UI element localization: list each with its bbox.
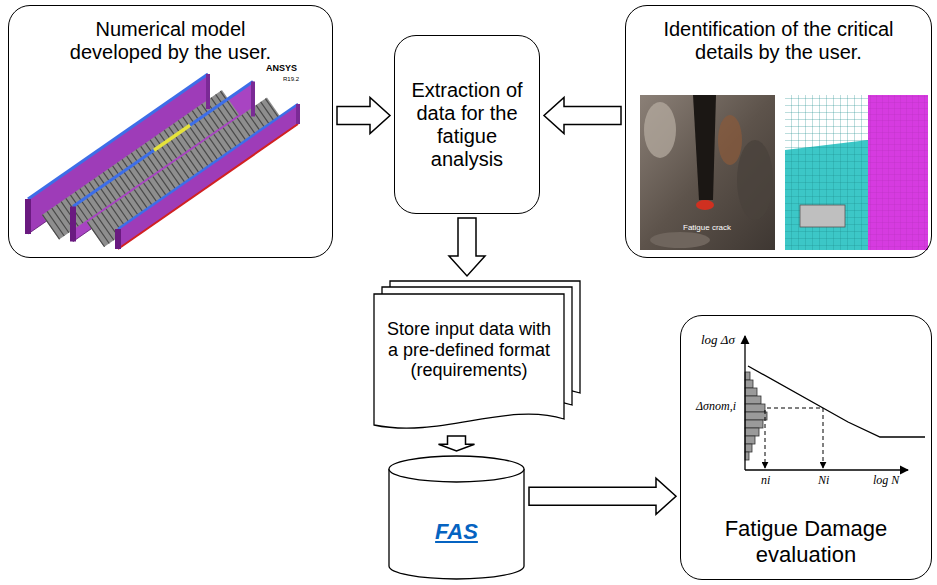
picture-label: Fatigue crack bbox=[683, 224, 731, 233]
art-part bbox=[718, 115, 742, 165]
art-part bbox=[800, 205, 845, 227]
art-part bbox=[25, 199, 31, 234]
node-text: Store input data with a pre-defined form… bbox=[383, 319, 555, 381]
art-part bbox=[118, 104, 298, 229]
art-part bbox=[745, 436, 755, 444]
art-part bbox=[737, 140, 773, 220]
document-page bbox=[374, 294, 564, 428]
art-part bbox=[115, 229, 121, 249]
text-area: Fatigue Damage evaluation bbox=[681, 516, 931, 567]
picture-label: R19.2 bbox=[283, 76, 299, 83]
block-arrow bbox=[529, 478, 676, 514]
art-part bbox=[696, 200, 714, 210]
text-area: Numerical model developed by the user. bbox=[9, 18, 332, 64]
axis-label: ni bbox=[761, 474, 770, 487]
art-part bbox=[745, 388, 757, 396]
art-part bbox=[765, 410, 766, 468]
art-part bbox=[785, 140, 868, 250]
cylinder-body bbox=[389, 469, 524, 579]
text-area: FAS bbox=[388, 483, 525, 580]
art-part bbox=[745, 469, 908, 470]
node-text: Identification of the critical details b… bbox=[662, 18, 896, 64]
database-cylinder: FAS bbox=[388, 455, 525, 580]
art-part bbox=[296, 104, 300, 124]
art-part bbox=[70, 207, 76, 242]
node-text: Numerical model developed by the user. bbox=[61, 18, 281, 64]
cylinder-outline bbox=[388, 455, 525, 580]
art-part bbox=[251, 82, 255, 117]
art-part bbox=[745, 396, 761, 404]
art-part bbox=[868, 95, 928, 250]
sn-curve-chart bbox=[745, 336, 925, 470]
process-box: Extraction of data for the fatigue analy… bbox=[394, 35, 540, 214]
mesh-picture bbox=[785, 95, 928, 250]
detail-box: Identification of the critical details b… bbox=[625, 5, 932, 258]
art-part bbox=[206, 74, 210, 109]
result-box: Fatigue Damage evaluation bbox=[680, 315, 932, 580]
axis-label: Δσnom,i bbox=[696, 400, 736, 413]
art-part bbox=[745, 420, 763, 428]
block-arrow bbox=[449, 218, 485, 276]
art-part bbox=[644, 102, 676, 158]
art-part bbox=[745, 444, 752, 452]
text-area: Store input data with a pre-defined form… bbox=[374, 294, 564, 406]
art-part bbox=[640, 95, 775, 250]
art-part bbox=[823, 408, 824, 468]
model-box: Numerical model developed by the user. bbox=[8, 5, 333, 258]
art-part bbox=[785, 140, 868, 250]
art-part bbox=[745, 380, 753, 388]
art-part bbox=[73, 82, 253, 207]
axis-label: Ni bbox=[818, 474, 829, 487]
art-part bbox=[868, 95, 928, 250]
crack-photo bbox=[640, 95, 775, 250]
block-arrow bbox=[337, 98, 390, 134]
axis-label: log Δσ bbox=[701, 333, 735, 347]
art-part bbox=[693, 95, 716, 200]
art-part bbox=[745, 372, 767, 460]
document-stack: Store input data with a pre-defined form… bbox=[373, 280, 583, 432]
art-part bbox=[745, 428, 759, 436]
art-part bbox=[745, 404, 765, 412]
picture-label: ANSYS bbox=[266, 64, 297, 74]
text-area: Identification of the critical details b… bbox=[626, 18, 931, 64]
art-part bbox=[744, 336, 745, 470]
axis-label: log N bbox=[873, 474, 899, 487]
block-arrow bbox=[439, 436, 475, 451]
art-part bbox=[785, 95, 868, 250]
cylinder-top bbox=[389, 456, 524, 482]
art-part bbox=[785, 95, 928, 250]
database-name: FAS bbox=[402, 519, 512, 544]
art-part bbox=[28, 74, 208, 199]
block-arrow bbox=[544, 98, 621, 134]
node-text: Fatigue Damage evaluation bbox=[706, 516, 906, 567]
art-part bbox=[748, 366, 925, 437]
art-part bbox=[154, 125, 190, 150]
art-part bbox=[118, 104, 298, 249]
text-area: Extraction of data for the fatigue analy… bbox=[395, 36, 539, 213]
art-part bbox=[745, 372, 750, 380]
fe-model-picture bbox=[28, 74, 298, 249]
node-text: Extraction of data for the fatigue analy… bbox=[411, 79, 523, 171]
art-part bbox=[118, 124, 298, 249]
art-part bbox=[745, 412, 767, 420]
art-part bbox=[650, 232, 710, 248]
art-part bbox=[767, 408, 823, 409]
